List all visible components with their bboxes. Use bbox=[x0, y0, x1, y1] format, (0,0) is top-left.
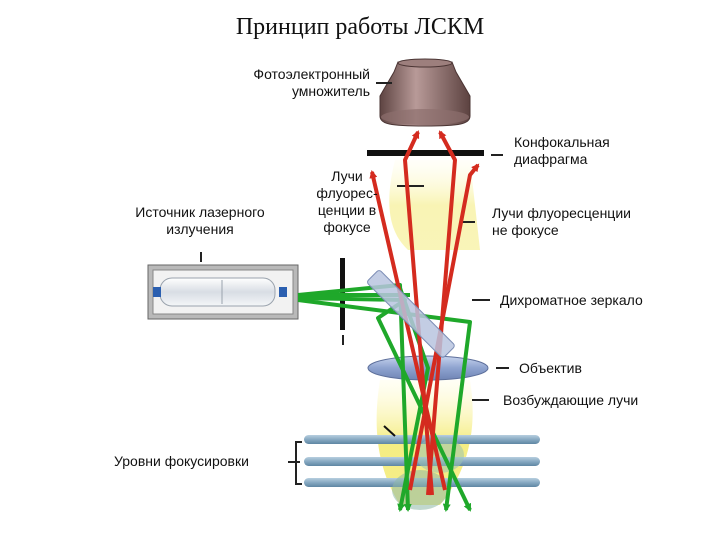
focus-plane-1 bbox=[304, 435, 540, 444]
fluorescence-glow bbox=[389, 160, 480, 250]
label-focus-levels: Уровни фокусировки bbox=[114, 453, 249, 469]
label-excitation-rays: Возбуждающие лучи bbox=[503, 392, 639, 408]
focus-pointer bbox=[383, 425, 396, 437]
label-out-of-focus-rays: Лучи флуоресценции не фокусе bbox=[492, 205, 631, 238]
page-title: Принцип работы ЛСКМ bbox=[235, 14, 485, 40]
label-laser-source: Источник лазерного излучения bbox=[135, 204, 265, 237]
dichroic-mirror bbox=[367, 270, 455, 358]
label-dichroic-mirror: Дихроматное зеркало bbox=[500, 292, 643, 308]
label-confocal-diaphragm: Конфокальная диафрагма bbox=[514, 134, 610, 167]
leader-lines bbox=[200, 82, 509, 463]
label-objective: Объектив bbox=[519, 360, 582, 376]
photomultiplier-icon bbox=[379, 58, 471, 127]
focus-levels-bracket bbox=[295, 441, 302, 485]
laser-source-icon bbox=[147, 264, 299, 320]
label-photomultiplier: Фотоэлектронный умножитель bbox=[253, 66, 370, 99]
fluorescence-rays bbox=[369, 130, 480, 496]
confocal-diaphragm bbox=[367, 150, 484, 156]
label-focus-rays: Лучи флуорес- ценции в фокусе bbox=[316, 168, 378, 235]
